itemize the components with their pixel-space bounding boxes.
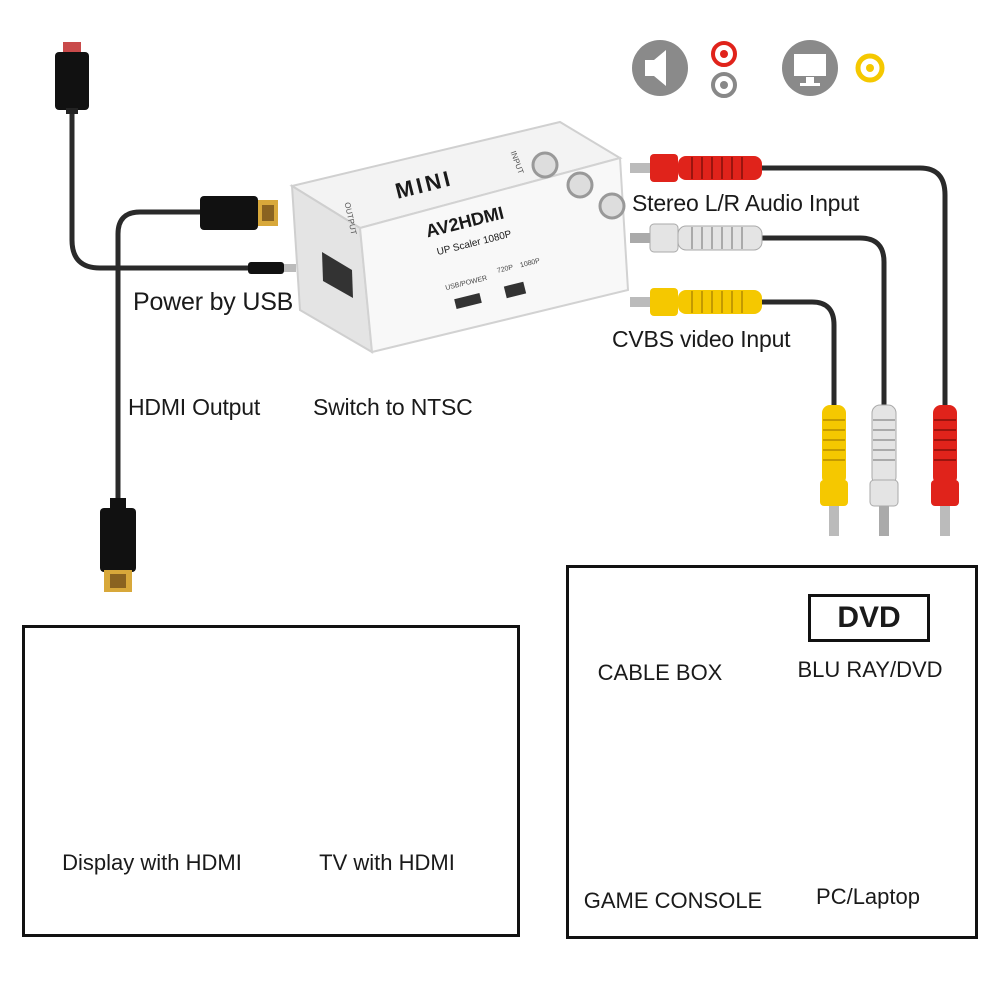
- rca-jack-yellow: [598, 192, 626, 220]
- output-devices-panel: [22, 625, 520, 937]
- stereo-input-label: Stereo L/R Audio Input: [632, 190, 860, 216]
- cable-box-caption: CABLE BOX: [597, 660, 723, 685]
- rca-plug-yellow: [630, 288, 762, 316]
- mini-usb-plug: [248, 262, 296, 274]
- rca-plug-white-vertical: [869, 404, 899, 536]
- switch-ntsc-label: Switch to NTSC: [313, 394, 473, 420]
- dvd-badge-label: DVD: [837, 601, 901, 634]
- yellow-rca-cable: [759, 299, 837, 413]
- converter-box: [289, 120, 630, 354]
- dvd-badge: DVD: [808, 594, 930, 642]
- rca-plug-white: [630, 223, 763, 253]
- usb-plug: [55, 42, 89, 114]
- rca-plug-red-vertical: [931, 405, 959, 536]
- rca-jack-white: [566, 171, 594, 199]
- red-white-rca-jacks-icon: [711, 41, 737, 98]
- usb-cable: [69, 107, 253, 271]
- pc-caption: PC/Laptop: [816, 884, 920, 909]
- speaker-icon: [632, 40, 688, 96]
- tv-caption: TV with HDMI: [319, 850, 455, 875]
- red-rca-cable: [759, 165, 948, 413]
- monitor-icon: [782, 40, 838, 96]
- hdmi-output-label: HDMI Output: [128, 394, 261, 420]
- display-caption: Display with HDMI: [62, 850, 242, 875]
- white-rca-cable: [759, 235, 887, 413]
- game-console-caption: GAME CONSOLE: [583, 888, 763, 913]
- bluray-caption: BLU RAY/DVD: [797, 657, 943, 682]
- hdmi-plug-device: [200, 196, 278, 230]
- hdmi-cable: [115, 209, 208, 503]
- rca-jack-red: [531, 151, 559, 179]
- rca-plug-yellow-vertical: [820, 405, 848, 536]
- cvbs-input-label: CVBS video Input: [612, 326, 791, 352]
- cables: [69, 107, 948, 503]
- power-usb-label: Power by USB: [133, 288, 294, 316]
- yellow-rca-jack-icon: [855, 53, 885, 83]
- hdmi-plug-bottom: [100, 498, 136, 592]
- rca-plug-red: [630, 154, 762, 182]
- source-devices-panel: [566, 565, 978, 939]
